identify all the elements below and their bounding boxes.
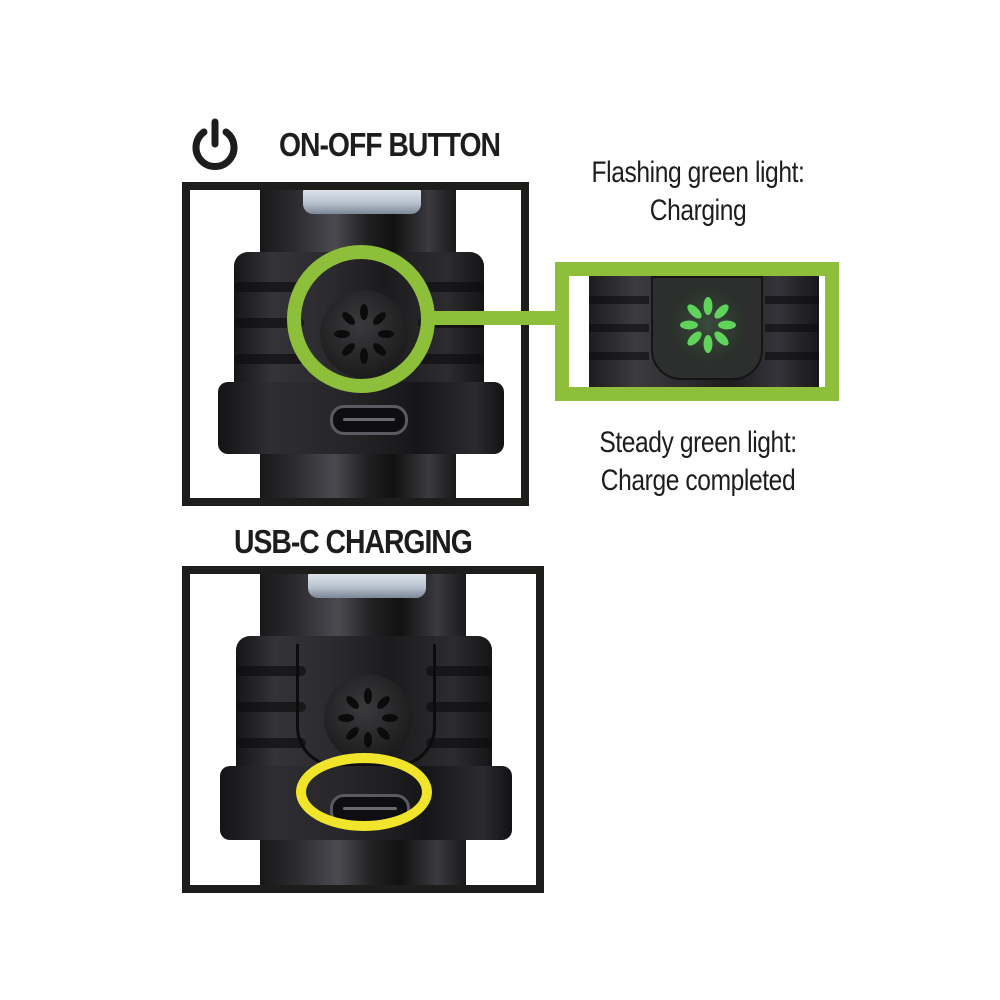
usb-c-charging-heading: USB-C CHARGING — [234, 523, 473, 560]
steady-light-caption: Steady green light: Charge completed — [575, 424, 821, 500]
steady-caption-line2: Charge completed — [600, 464, 796, 497]
flashing-caption-line2: Charging — [649, 194, 747, 227]
on-off-button-heading: ON-OFF BUTTON — [279, 126, 501, 163]
flashlight-lens — [308, 574, 426, 598]
usb-c-port — [330, 405, 408, 435]
flashlight-photo — [190, 574, 536, 885]
flashing-light-caption: Flashing green light: Charging — [575, 154, 821, 230]
flashing-caption-line1: Flashing green light: — [591, 156, 805, 189]
flashlight-lens — [303, 190, 421, 214]
power-button — [324, 674, 412, 762]
usb-c-photo-frame — [182, 566, 544, 893]
highlight-connector-line — [432, 311, 558, 325]
power-icon — [190, 118, 240, 174]
button-highlight-ring — [287, 245, 435, 393]
button-dots-icon — [338, 688, 398, 748]
usb-c-highlight-oval — [296, 753, 432, 831]
led-indicator-icon — [671, 288, 745, 362]
led-closeup-inset — [555, 262, 839, 401]
steady-caption-line1: Steady green light: — [599, 426, 797, 459]
